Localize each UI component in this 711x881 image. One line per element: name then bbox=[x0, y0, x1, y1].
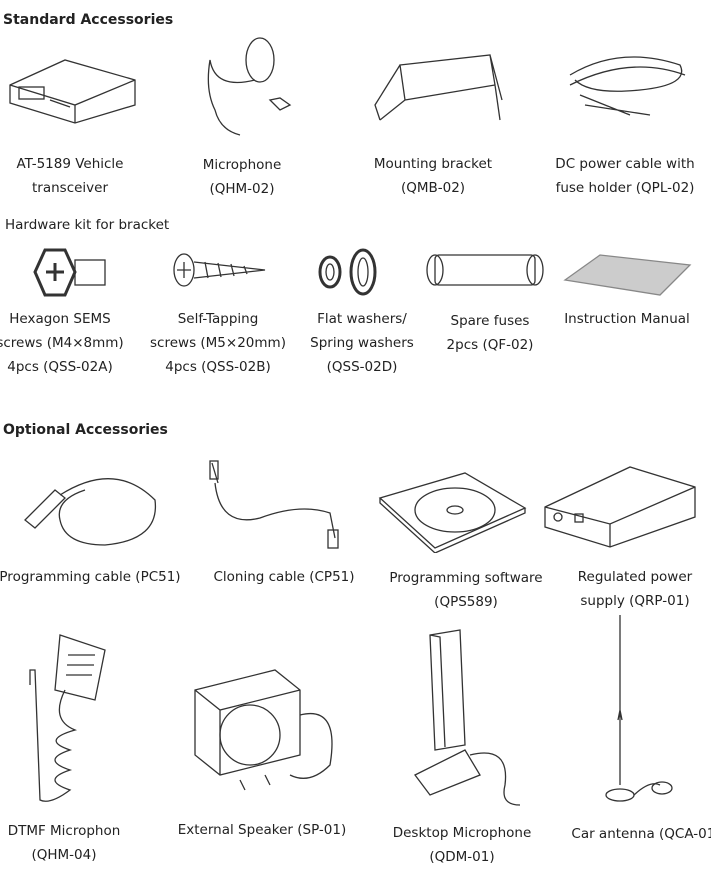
caption-washers: Flat washers/Spring washers(QSS-02D) bbox=[310, 311, 414, 375]
external-speaker-image bbox=[180, 665, 350, 795]
caption-programming-cable: Programming cable (PC51) bbox=[0, 569, 181, 585]
self-tapping-screw-image bbox=[170, 250, 270, 290]
caption-microphone: Microphone(QHM-02) bbox=[202, 157, 282, 197]
caption-instruction-manual: Instruction Manual bbox=[564, 311, 690, 327]
desktop-microphone-image bbox=[410, 625, 530, 810]
optional-accessories-heading: Optional Accessories bbox=[3, 422, 168, 438]
mounting-bracket-image bbox=[370, 45, 505, 125]
power-supply-image bbox=[540, 462, 700, 552]
washers-image bbox=[315, 245, 385, 300]
hardware-kit-heading: Hardware kit for bracket bbox=[5, 217, 170, 233]
car-antenna-image bbox=[600, 610, 680, 810]
caption-dtmf-microphone: DTMF Microphon(QHM-04) bbox=[7, 823, 121, 863]
caption-desktop-microphone: Desktop Microphone(QDM-01) bbox=[392, 825, 532, 865]
caption-external-speaker: External Speaker (SP-01) bbox=[177, 822, 347, 838]
caption-cloning-cable: Cloning cable (CP51) bbox=[213, 569, 355, 585]
cloning-cable-image bbox=[200, 458, 360, 553]
hexagon-screw-image bbox=[30, 245, 110, 300]
spare-fuse-image bbox=[420, 250, 550, 290]
transceiver-image bbox=[5, 45, 140, 125]
caption-programming-software: Programming software(QPS589) bbox=[389, 570, 543, 610]
programming-software-image bbox=[375, 468, 530, 554]
standard-accessories-heading: Standard Accessories bbox=[3, 12, 174, 28]
caption-mounting-bracket: Mounting bracket(QMB-02) bbox=[373, 156, 493, 196]
programming-cable-image bbox=[15, 460, 165, 555]
caption-car-antenna: Car antenna (QCA-01) bbox=[571, 826, 711, 842]
microphone-image bbox=[195, 30, 295, 140]
instruction-manual-image bbox=[560, 250, 695, 300]
dc-power-cable-image bbox=[560, 45, 695, 120]
dtmf-microphone-image bbox=[20, 630, 115, 810]
